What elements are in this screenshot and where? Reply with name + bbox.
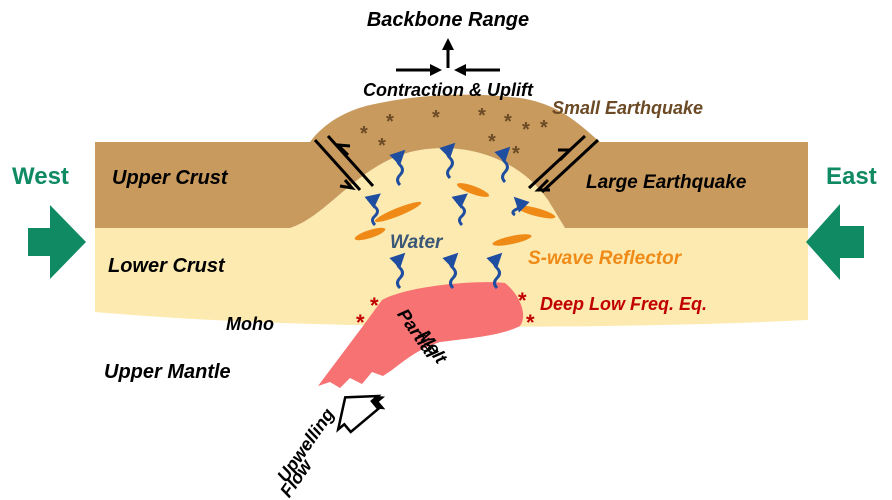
small-eq-star: * [540,117,548,139]
diagram-title: Backbone Range [367,9,529,31]
upper-crust-label: Upper Crust [112,167,229,189]
contraction-uplift-arrows [396,44,500,70]
east-label: East [826,163,877,190]
small-eq-star: * [488,131,496,153]
small-eq-star: * [378,135,386,157]
small-eq-star: * [522,119,530,141]
deep-eq-star: * [526,310,535,335]
east-compression-arrow [806,204,864,280]
small-eq-star: * [478,105,486,127]
west-label: West [12,163,69,190]
small-eq-star: * [504,111,512,133]
small-eq-star: * [386,111,394,133]
small-eq-star: * [432,107,440,129]
small-eq-star: * [360,123,368,145]
large-earthquake-label: Large Earthquake [586,172,747,193]
moho-label: Moho [226,314,274,334]
deep-low-freq-eq-label: Deep Low Freq. Eq. [540,294,707,314]
small-eq-star: * [512,143,520,165]
small-earthquake-label: Small Earthquake [552,98,703,118]
deep-eq-star: * [370,293,379,318]
deep-eq-star: * [356,310,365,335]
upper-mantle-label: Upper Mantle [104,361,231,383]
west-compression-arrow [28,205,86,279]
upwelling-flow-arrow [325,377,391,440]
water-label: Water [390,232,444,253]
s-wave-reflector-label: S-wave Reflector [528,248,683,269]
contraction-uplift-label: Contraction & Uplift [363,80,534,100]
lower-crust-label: Lower Crust [108,255,226,277]
